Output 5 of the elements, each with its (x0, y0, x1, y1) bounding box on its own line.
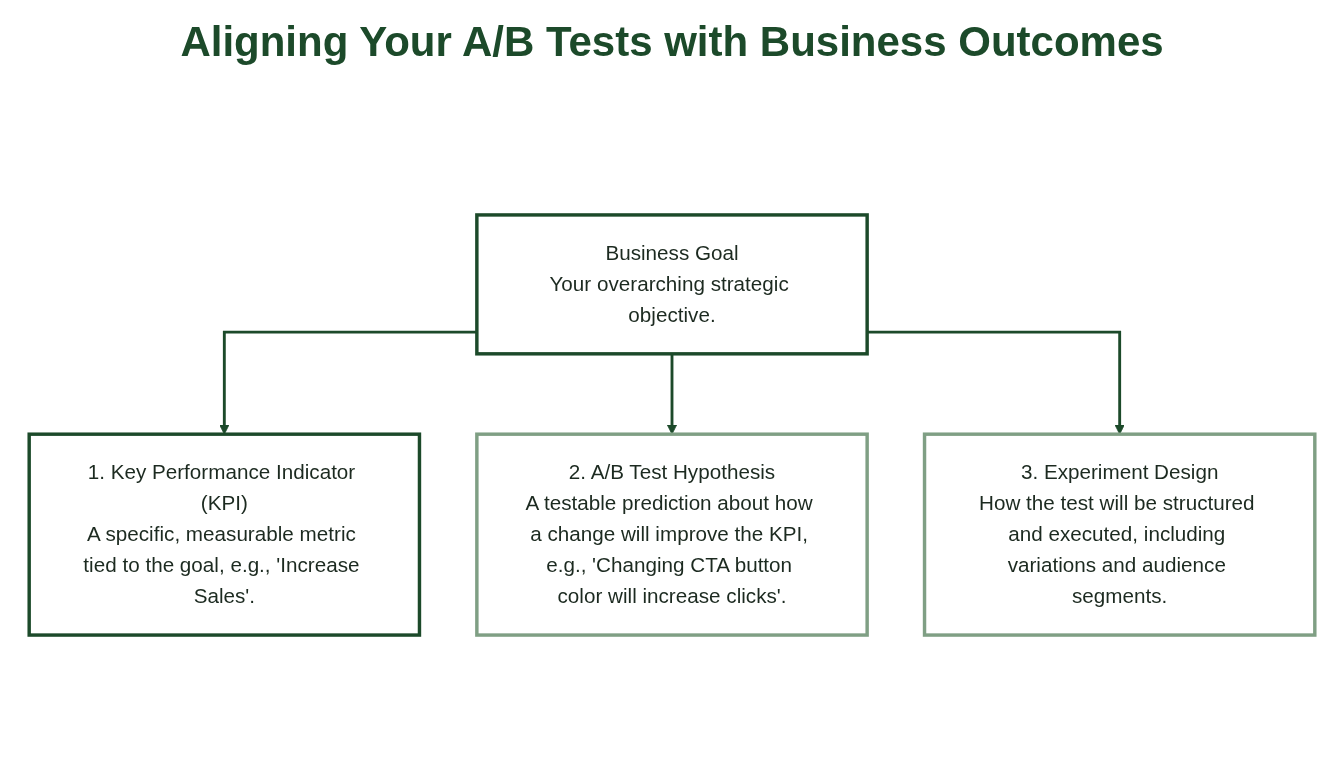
diagram-title: Aligning Your A/B Tests with Business Outcomes (179, 18, 1165, 66)
node-box: Business Goal Your overarching strategic objective. (475, 213, 869, 356)
node-box: 1. Key Performance Indicator (KPI) A specific, measurable metric tied to the goal, e.g., 'Increase Sales'. (27, 432, 422, 637)
node-box: 3. Experiment Design How the test will be structured and executed, including variations and audience segments. (922, 432, 1317, 637)
node-box: 2. A/B Test Hypothesis A testable prediction about how a change will improve the KPI, e.g., 'Changing CTA button color will increase clicks'. (475, 432, 869, 637)
